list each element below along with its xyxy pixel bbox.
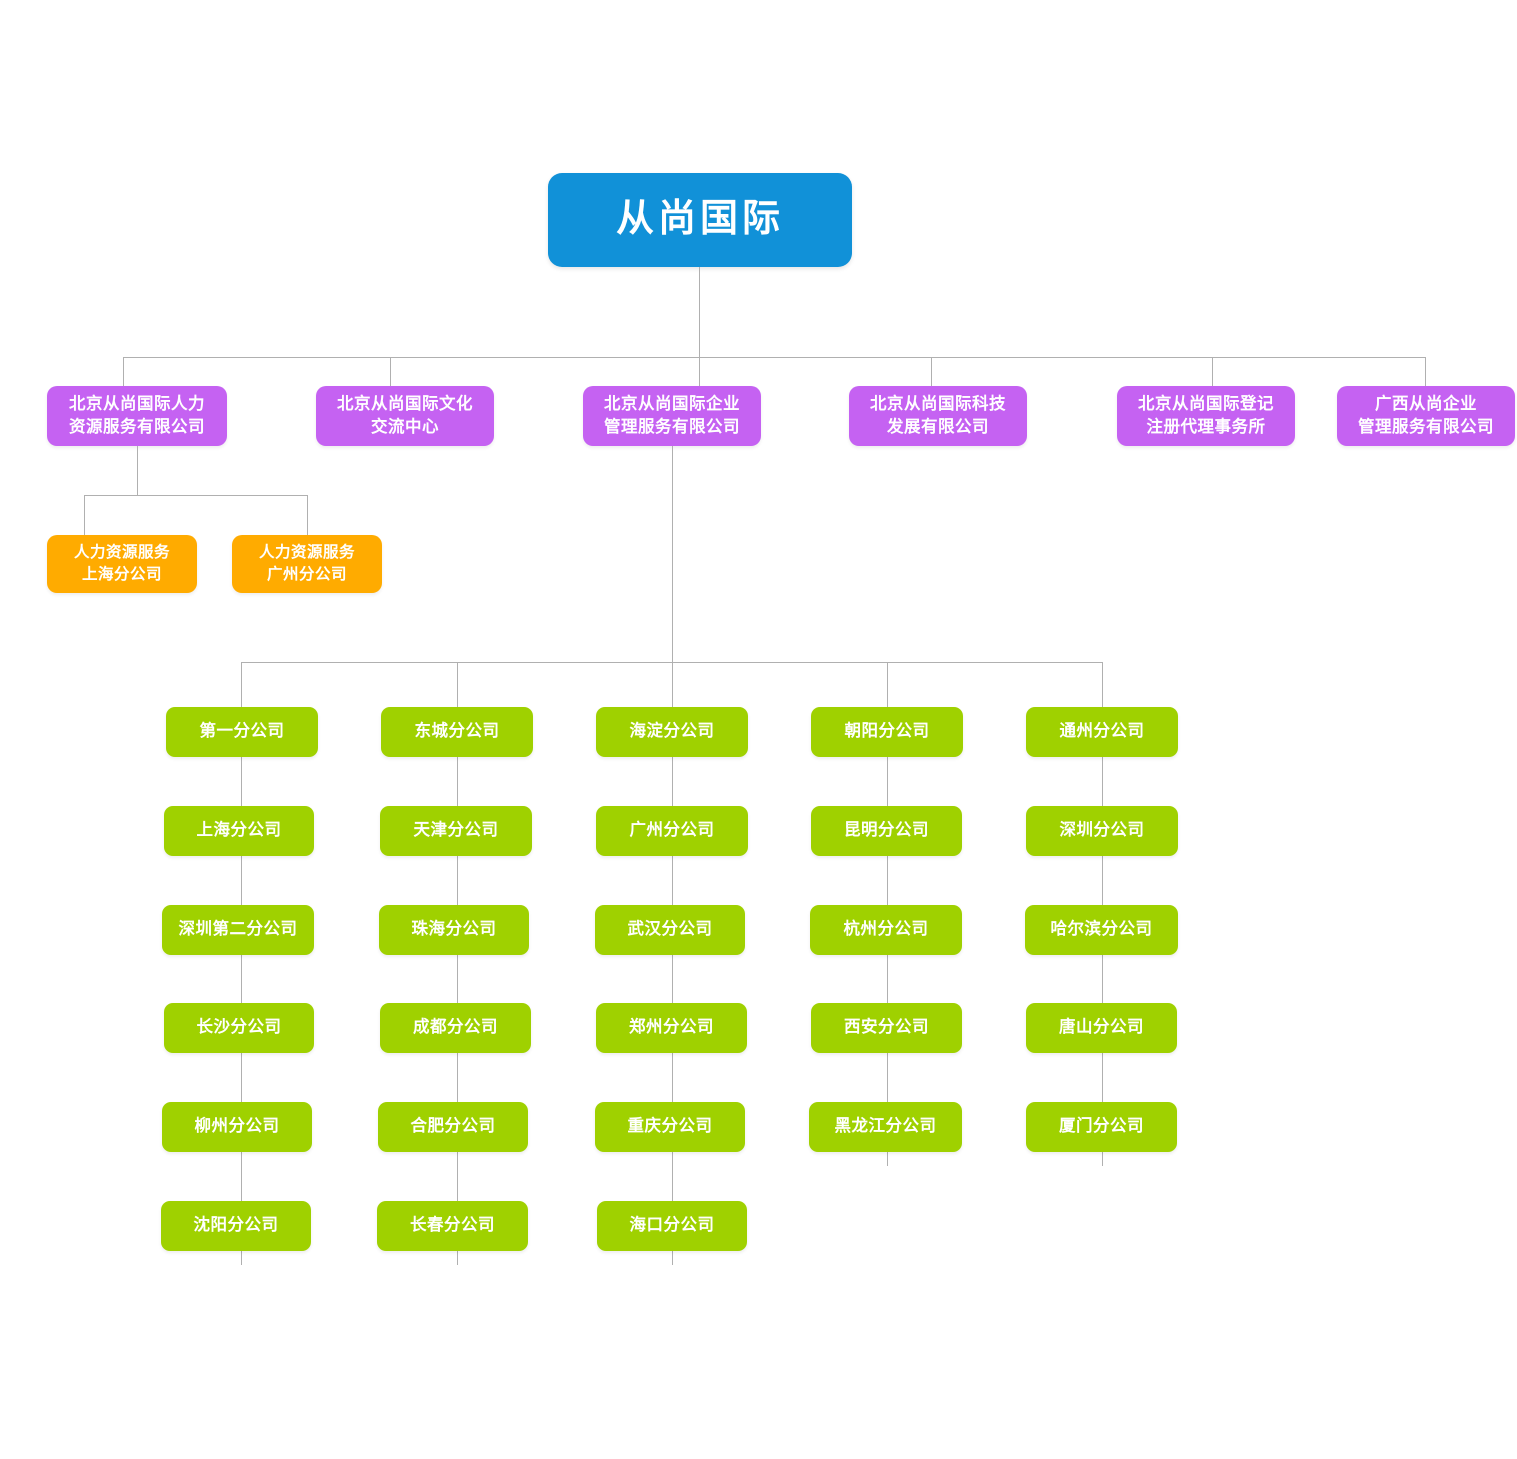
branch-node-c5r4[interactable]: 唐山分公司 bbox=[1026, 1003, 1177, 1053]
branch-node-c3r6[interactable]: 海口分公司 bbox=[597, 1201, 747, 1251]
branch-node-c2r2[interactable]: 天津分公司 bbox=[380, 806, 532, 856]
root-node[interactable]: 从尚国际 bbox=[548, 173, 852, 267]
branch-node-c5r5[interactable]: 厦门分公司 bbox=[1026, 1102, 1177, 1152]
subsidiary-node-technology[interactable]: 北京从尚国际科技 发展有限公司 bbox=[849, 386, 1027, 446]
subsidiary-node-culture[interactable]: 北京从尚国际文化 交流中心 bbox=[316, 386, 494, 446]
connector-drop-subsidiary-6 bbox=[1425, 357, 1426, 386]
connector-drop-subsidiary-3 bbox=[699, 357, 700, 386]
branch-node-c4r5[interactable]: 黑龙江分公司 bbox=[809, 1102, 962, 1152]
connector-column-spine-3 bbox=[672, 662, 673, 1265]
hr-branch-node-guangzhou[interactable]: 人力资源服务 广州分公司 bbox=[232, 535, 382, 593]
branch-node-c3r5[interactable]: 重庆分公司 bbox=[595, 1102, 745, 1152]
branch-node-c2r5[interactable]: 合肥分公司 bbox=[378, 1102, 528, 1152]
branch-node-c3r3[interactable]: 武汉分公司 bbox=[595, 905, 745, 955]
connector-hr-stem bbox=[137, 446, 138, 495]
subsidiary-node-registration[interactable]: 北京从尚国际登记 注册代理事务所 bbox=[1117, 386, 1295, 446]
branch-node-c3r1[interactable]: 海淀分公司 bbox=[596, 707, 748, 757]
branch-node-c3r4[interactable]: 郑州分公司 bbox=[596, 1003, 747, 1053]
connector-column-spine-2 bbox=[457, 662, 458, 1265]
branch-node-c1r6[interactable]: 沈阳分公司 bbox=[161, 1201, 311, 1251]
branch-node-c2r3[interactable]: 珠海分公司 bbox=[379, 905, 529, 955]
branch-node-c4r3[interactable]: 杭州分公司 bbox=[810, 905, 962, 955]
branch-node-c5r3[interactable]: 哈尔滨分公司 bbox=[1025, 905, 1178, 955]
branch-node-c4r4[interactable]: 西安分公司 bbox=[811, 1003, 962, 1053]
connector-column-spine-1 bbox=[241, 662, 242, 1265]
branch-node-c2r4[interactable]: 成都分公司 bbox=[380, 1003, 531, 1053]
branch-node-c1r5[interactable]: 柳州分公司 bbox=[162, 1102, 312, 1152]
branch-node-c2r6[interactable]: 长春分公司 bbox=[377, 1201, 528, 1251]
connector-drop-subsidiary-4 bbox=[931, 357, 932, 386]
branch-node-c1r3[interactable]: 深圳第二分公司 bbox=[162, 905, 314, 955]
branch-node-c1r4[interactable]: 长沙分公司 bbox=[164, 1003, 314, 1053]
branch-node-c5r1[interactable]: 通州分公司 bbox=[1026, 707, 1178, 757]
branch-node-c1r1[interactable]: 第一分公司 bbox=[166, 707, 318, 757]
branch-node-c4r2[interactable]: 昆明分公司 bbox=[811, 806, 962, 856]
connector-drop-hr-branch-2 bbox=[307, 495, 308, 535]
connector-root-stem bbox=[699, 267, 700, 357]
connector-branch-bus bbox=[241, 662, 1102, 663]
connector-drop-hr-branch-1 bbox=[84, 495, 85, 535]
connector-hr-bus bbox=[84, 495, 308, 496]
subsidiary-node-enterprise-mgmt[interactable]: 北京从尚国际企业 管理服务有限公司 bbox=[583, 386, 761, 446]
connector-drop-subsidiary-5 bbox=[1212, 357, 1213, 386]
connector-drop-subsidiary-2 bbox=[390, 357, 391, 386]
branch-node-c1r2[interactable]: 上海分公司 bbox=[164, 806, 314, 856]
connector-drop-subsidiary-1 bbox=[123, 357, 124, 386]
subsidiary-node-hr[interactable]: 北京从尚国际人力 资源服务有限公司 bbox=[47, 386, 227, 446]
branch-node-c5r2[interactable]: 深圳分公司 bbox=[1026, 806, 1178, 856]
connector-level1-bus bbox=[123, 357, 1425, 358]
branch-node-c4r1[interactable]: 朝阳分公司 bbox=[811, 707, 963, 757]
subsidiary-node-guangxi[interactable]: 广西从尚企业 管理服务有限公司 bbox=[1337, 386, 1515, 446]
branch-node-c3r2[interactable]: 广州分公司 bbox=[596, 806, 748, 856]
hr-branch-node-shanghai[interactable]: 人力资源服务 上海分公司 bbox=[47, 535, 197, 593]
branch-node-c2r1[interactable]: 东城分公司 bbox=[381, 707, 533, 757]
connector-enterprise-stem bbox=[672, 446, 673, 662]
